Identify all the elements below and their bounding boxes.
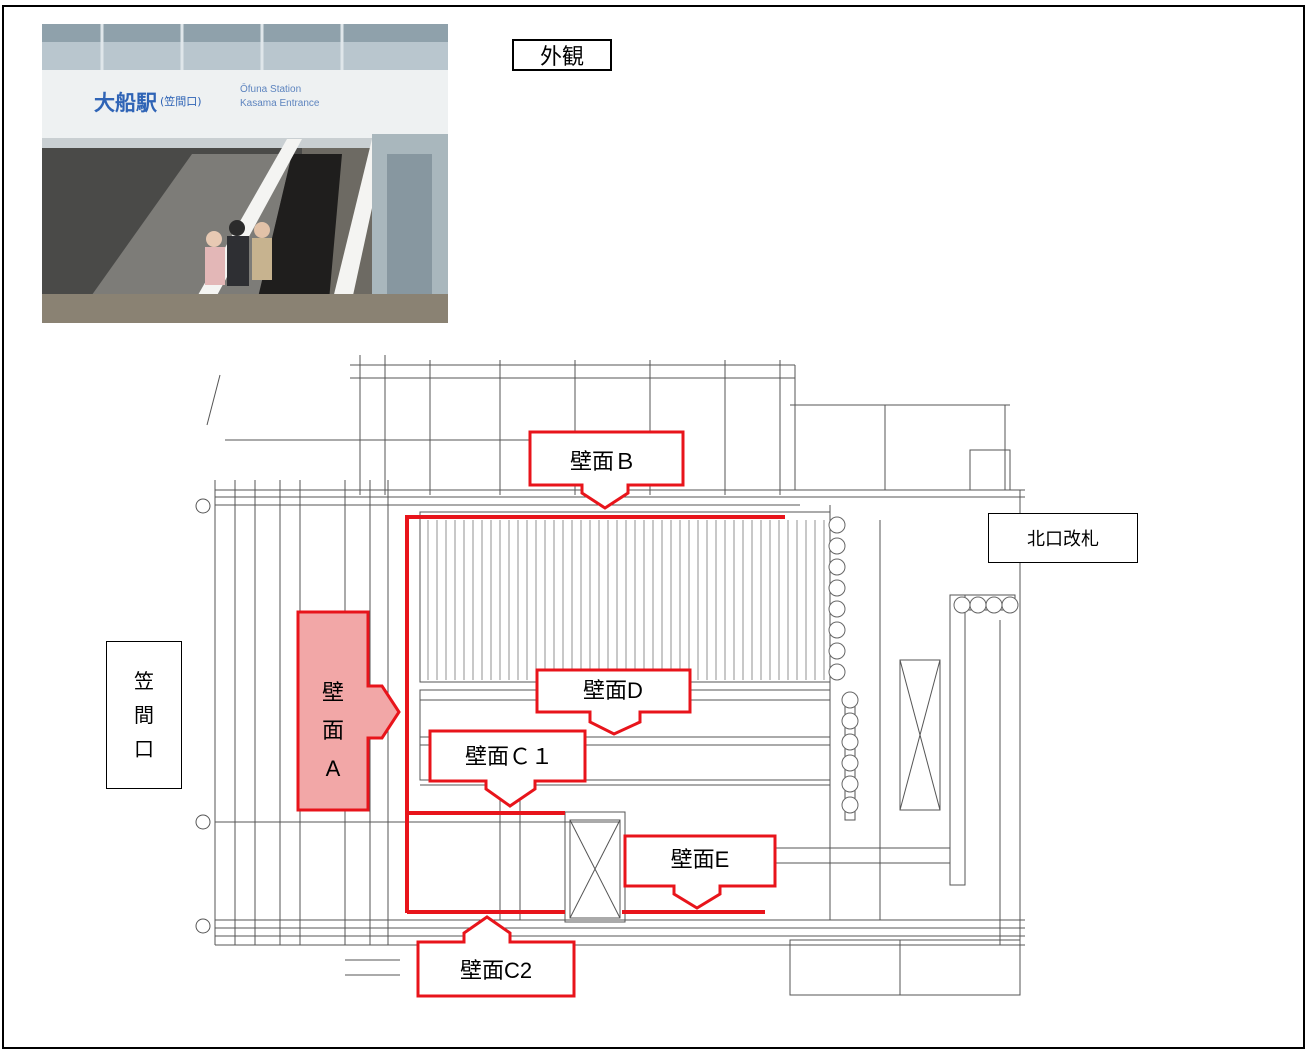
column-marker <box>841 691 859 709</box>
sign-station-name: 大船駅 <box>94 91 157 115</box>
column-marker <box>969 596 987 614</box>
wall-c1-text: 壁面Ｃ１ <box>465 744 553 769</box>
wall-e-callout <box>623 834 777 910</box>
column-marker <box>828 621 846 639</box>
exterior-label: 外観 <box>512 39 612 71</box>
wall-a-text-2: 面 <box>322 718 344 743</box>
sign-english-line1: Ōfuna Station <box>240 84 302 95</box>
column-marker <box>985 596 1003 614</box>
wall-b-callout <box>528 430 685 510</box>
wall-c2-callout <box>416 915 576 998</box>
north-gate-label: 北口改札 <box>988 513 1138 563</box>
wall-d-text: 壁面D <box>583 678 643 703</box>
column-marker <box>1001 596 1019 614</box>
column-marker <box>828 600 846 618</box>
column-marker <box>841 712 859 730</box>
exterior-label-text: 外観 <box>539 45 584 70</box>
wall-a-text-1: 壁 <box>322 680 344 705</box>
kasama-char-3: 口 <box>134 737 154 761</box>
kasama-char-1: 笠 <box>134 669 154 693</box>
kasama-entrance-label: 笠 間 口 <box>106 641 182 789</box>
wall-e-text: 壁面E <box>671 847 730 872</box>
callout-texts: 壁 面 A 壁面Ｂ 壁面D 壁面Ｃ１ 壁面E 壁面C2 <box>322 449 729 983</box>
wall-c1-callout <box>428 729 587 808</box>
stair-treads <box>427 520 825 680</box>
column-marker <box>828 663 846 681</box>
north-gate-text: 北口改札 <box>1027 529 1099 550</box>
column-marker <box>953 596 971 614</box>
wall-highlights <box>405 515 785 914</box>
wall-c2-text: 壁面C2 <box>460 958 532 983</box>
wall-a-text-3: A <box>326 756 341 781</box>
grid-markers <box>195 498 211 934</box>
column-marker <box>841 733 859 751</box>
station-exterior-photo: 大船駅 (笠間口) Ōfuna Station Kasama Entrance <box>42 24 448 323</box>
column-marker <box>828 537 846 555</box>
wall-a-callout <box>296 610 401 812</box>
sign-english-line2: Kasama Entrance <box>240 98 320 109</box>
column-marker <box>828 558 846 576</box>
sign-station-name-sub: (笠間口) <box>160 95 202 108</box>
column-marker <box>841 754 859 772</box>
column-marker <box>828 579 846 597</box>
wall-b-text: 壁面Ｂ <box>570 449 636 474</box>
column-marker <box>841 796 859 814</box>
plan-linework <box>206 355 1025 996</box>
kasama-char-2: 間 <box>134 703 154 727</box>
column-marker <box>828 516 846 534</box>
column-marker <box>841 775 859 793</box>
photo-illustration <box>42 24 448 323</box>
column-marker <box>828 642 846 660</box>
column-markers <box>828 516 1019 814</box>
wall-d-callout <box>535 668 692 736</box>
